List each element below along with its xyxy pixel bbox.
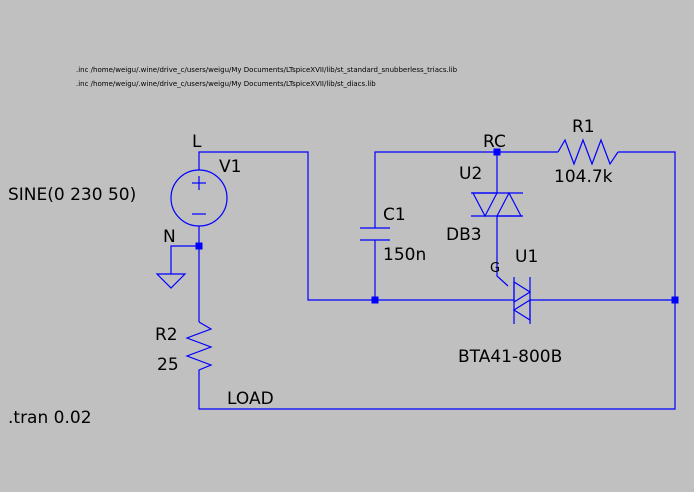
tran-directive[interactable]: .tran 0.02 xyxy=(8,408,92,428)
c1-value-label: 150n xyxy=(383,245,426,265)
wire-diac-to-gate[interactable] xyxy=(496,216,509,287)
include-directive-diacs[interactable]: .inc /home/weigu/.wine/drive_c/users/wei… xyxy=(76,80,376,88)
diac-u2[interactable] xyxy=(471,191,523,218)
gate-pin-label: G xyxy=(490,261,500,276)
u2-name-label: U2 xyxy=(459,164,482,184)
ground-icon[interactable] xyxy=(155,273,187,289)
wire-load[interactable] xyxy=(198,300,676,410)
junction-node-c1 xyxy=(371,296,379,304)
netlabel-rc[interactable]: RC xyxy=(483,132,506,152)
wire-c1-to-rc[interactable] xyxy=(374,151,497,228)
r2-name-label: R2 xyxy=(155,325,178,345)
junction-node-mt2 xyxy=(671,296,679,304)
r2-value-label: 25 xyxy=(157,355,179,375)
r1-value-label: 104.7k xyxy=(554,167,613,187)
v1-value-label: SINE(0 230 50) xyxy=(8,185,136,205)
wire-n-to-ground[interactable] xyxy=(170,245,199,274)
v1-name-label: V1 xyxy=(219,157,241,177)
triac-u1[interactable] xyxy=(505,277,539,324)
netlabel-n[interactable]: N xyxy=(163,227,176,247)
wire-r1-to-mt2[interactable] xyxy=(618,151,676,300)
wire-l-to-c1[interactable] xyxy=(198,151,375,301)
junction-node-n xyxy=(195,242,203,250)
resistor-r1[interactable] xyxy=(557,138,619,166)
wires xyxy=(170,151,676,410)
c1-name-label: C1 xyxy=(383,205,406,225)
include-directive-triacs[interactable]: .inc /home/weigu/.wine/drive_c/users/wei… xyxy=(76,66,458,74)
capacitor-c1[interactable] xyxy=(360,227,390,241)
netlabel-l[interactable]: L xyxy=(192,132,202,152)
netlabel-load[interactable]: LOAD xyxy=(227,389,274,409)
r1-name-label: R1 xyxy=(572,117,595,137)
voltage-source-v1[interactable] xyxy=(170,169,228,227)
u1-value-label: BTA41-800B xyxy=(458,347,562,367)
junction-node-rc xyxy=(493,148,501,156)
u2-value-label: DB3 xyxy=(446,225,482,245)
u1-name-label: U1 xyxy=(515,247,538,267)
resistor-r2[interactable] xyxy=(185,321,213,377)
